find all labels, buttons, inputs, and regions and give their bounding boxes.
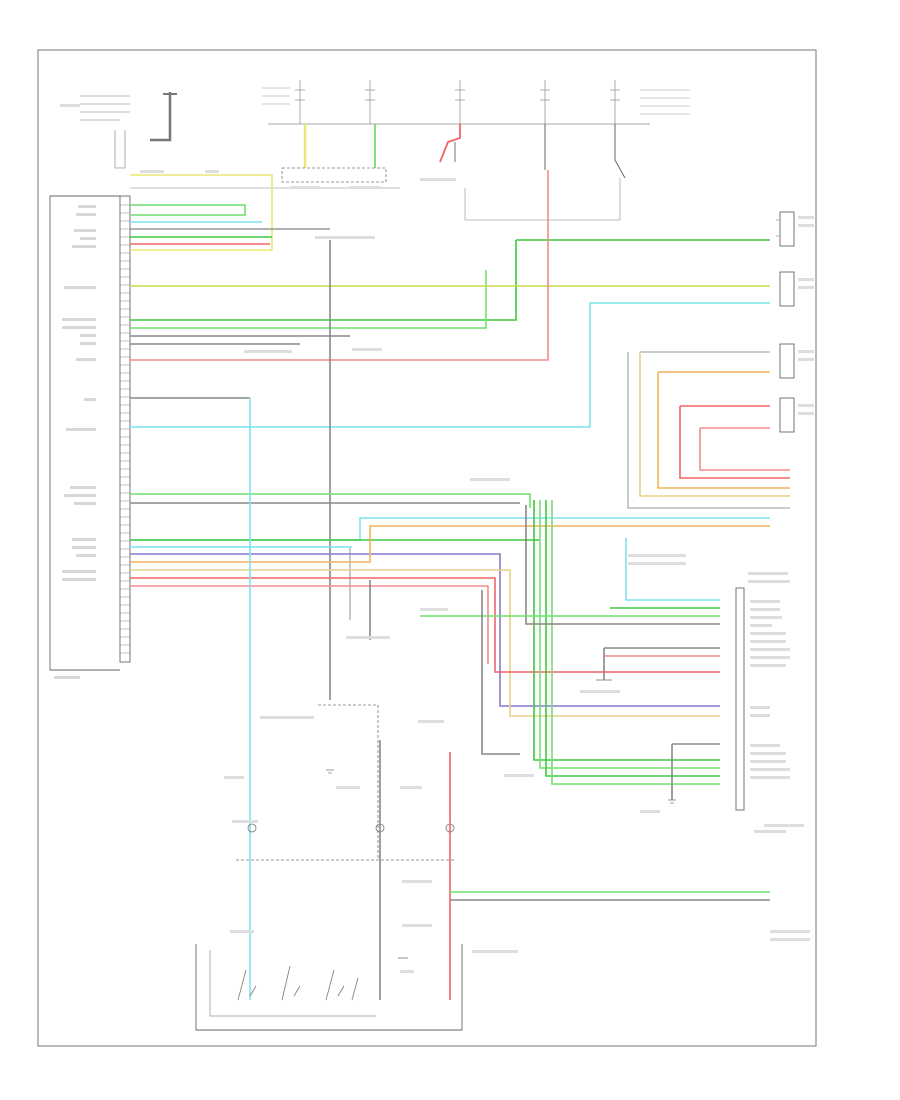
left-rear-speaker: [779, 343, 814, 379]
ground-points: [326, 679, 676, 804]
right-front-speaker: [776, 211, 814, 247]
steering-wheel-clockspring: [236, 398, 770, 1000]
radio-unit: [49, 195, 131, 679]
right-rear-speaker: [779, 397, 814, 433]
diagram-frame: [37, 49, 817, 1047]
left-front-speaker: [779, 271, 814, 307]
wire-group-rear-speakers: [627, 351, 790, 509]
wire-group-radio: [130, 170, 770, 700]
steering-wheel-radio-switch: [195, 944, 463, 1031]
wire-group-lower: [130, 493, 770, 800]
rear-integrated-control-panel: [735, 572, 790, 833]
antenna: [80, 92, 177, 169]
top-fuse-block: [130, 80, 690, 221]
